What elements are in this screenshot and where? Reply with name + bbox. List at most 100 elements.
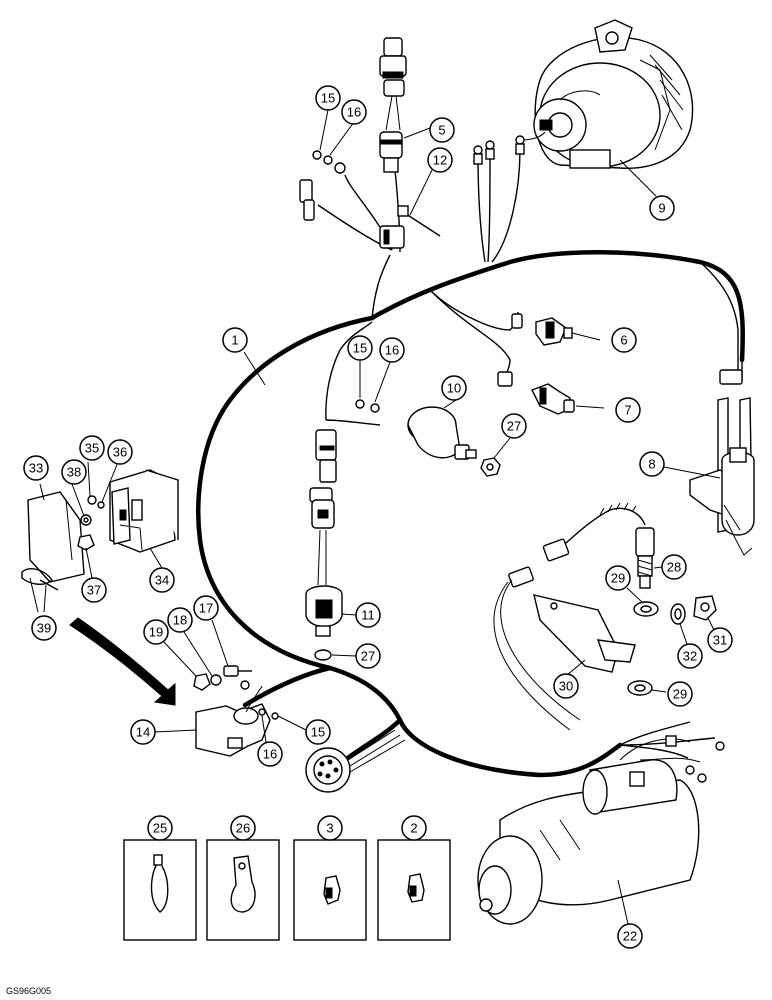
callout-15-top: 15 xyxy=(315,85,341,111)
callout-7: 7 xyxy=(615,397,641,423)
callout-39: 39 xyxy=(31,615,57,641)
callout-2: 2 xyxy=(401,815,427,841)
callout-5: 5 xyxy=(429,117,455,143)
box-26 xyxy=(206,839,280,941)
svg-text:31: 31 xyxy=(713,633,727,648)
callout-36: 36 xyxy=(107,439,133,465)
round-connector xyxy=(305,729,406,793)
figure-code: GS96G005 xyxy=(6,986,51,996)
callout-15-mid: 15 xyxy=(347,335,373,361)
box-2 xyxy=(377,839,451,941)
svg-text:26: 26 xyxy=(236,821,250,836)
starter-terminals xyxy=(619,721,725,783)
regulator-14 xyxy=(195,685,271,757)
main-harness xyxy=(196,250,745,778)
svg-text:27: 27 xyxy=(361,649,375,664)
callout-17: 17 xyxy=(193,595,219,621)
leader-lines xyxy=(29,109,721,925)
callout-18: 18 xyxy=(167,607,193,633)
svg-text:35: 35 xyxy=(85,441,99,456)
svg-text:22: 22 xyxy=(623,929,637,944)
callout-16-low: 16 xyxy=(257,741,283,767)
callout-29-lower: 29 xyxy=(667,681,693,707)
callout-3: 3 xyxy=(317,815,343,841)
solenoid-10 xyxy=(407,406,477,460)
callout-32: 32 xyxy=(677,643,703,669)
nut-washer-top xyxy=(312,150,333,165)
washer-32-nut-31 xyxy=(670,595,717,625)
svg-text:15: 15 xyxy=(311,725,325,740)
svg-text:3: 3 xyxy=(326,821,333,836)
callout-38: 38 xyxy=(61,459,87,485)
svg-text:18: 18 xyxy=(173,613,187,628)
svg-text:1: 1 xyxy=(231,333,238,348)
svg-text:11: 11 xyxy=(361,608,375,623)
svg-text:32: 32 xyxy=(683,649,697,664)
box-3 xyxy=(293,839,367,941)
svg-text:7: 7 xyxy=(624,403,631,418)
svg-text:28: 28 xyxy=(667,560,681,575)
svg-text:27: 27 xyxy=(507,419,521,434)
callout-37: 37 xyxy=(81,577,107,603)
callout-31: 31 xyxy=(707,627,733,653)
svg-text:10: 10 xyxy=(447,381,461,396)
callout-16-mid: 16 xyxy=(379,337,405,363)
svg-text:16: 16 xyxy=(385,343,399,358)
callout-25: 25 xyxy=(147,815,173,841)
svg-text:29: 29 xyxy=(611,571,625,586)
svg-text:8: 8 xyxy=(648,457,655,472)
ring-terminals-top xyxy=(334,135,525,174)
svg-text:16: 16 xyxy=(263,747,277,762)
callout-28: 28 xyxy=(661,554,687,580)
svg-text:30: 30 xyxy=(559,679,573,694)
callout-12: 12 xyxy=(427,147,453,173)
upper-branch-wires xyxy=(317,149,743,426)
alternator-9 xyxy=(519,19,694,169)
callout-29-upper: 29 xyxy=(605,565,631,591)
callout-33: 33 xyxy=(23,455,49,481)
callout-15-low: 15 xyxy=(305,719,331,745)
callout-26: 26 xyxy=(230,815,256,841)
callout-35: 35 xyxy=(79,435,105,461)
nut-27-upper xyxy=(480,457,501,477)
callout-27-upper: 27 xyxy=(501,413,527,439)
svg-text:9: 9 xyxy=(658,201,665,216)
svg-text:17: 17 xyxy=(199,601,213,616)
pointer-arrow xyxy=(69,617,176,706)
svg-text:33: 33 xyxy=(29,461,43,476)
sender-switch-5 xyxy=(379,37,407,173)
callout-19: 19 xyxy=(143,619,169,645)
temperature-sender-7 xyxy=(497,371,575,415)
callout-34: 34 xyxy=(149,567,175,593)
svg-text:5: 5 xyxy=(438,123,445,138)
svg-text:38: 38 xyxy=(67,465,81,480)
callout-14: 14 xyxy=(130,719,156,745)
svg-text:36: 36 xyxy=(113,445,127,460)
hardware-17-19 xyxy=(193,665,279,720)
callout-8: 8 xyxy=(639,451,665,477)
relay-assembly-33-34 xyxy=(27,469,179,583)
callout-6: 6 xyxy=(611,327,637,353)
callout-11: 11 xyxy=(355,602,381,628)
callout-16-top: 16 xyxy=(341,99,367,125)
svg-text:19: 19 xyxy=(149,625,163,640)
svg-text:34: 34 xyxy=(155,573,169,588)
callout-30: 30 xyxy=(553,673,579,699)
sender-11 xyxy=(305,585,343,661)
small-hardware-35-38 xyxy=(77,495,105,551)
canister-8 xyxy=(689,369,755,556)
callout-22: 22 xyxy=(617,923,643,949)
svg-text:16: 16 xyxy=(347,105,361,120)
box-25 xyxy=(123,839,197,941)
callout-9: 9 xyxy=(649,195,675,221)
svg-text:15: 15 xyxy=(353,341,367,356)
callout-27-lower: 27 xyxy=(355,643,381,669)
svg-text:25: 25 xyxy=(153,821,167,836)
svg-text:29: 29 xyxy=(673,687,687,702)
callout-1: 1 xyxy=(222,327,248,353)
cable-tie-39 xyxy=(21,568,59,591)
svg-text:12: 12 xyxy=(433,153,447,168)
svg-text:6: 6 xyxy=(620,333,627,348)
